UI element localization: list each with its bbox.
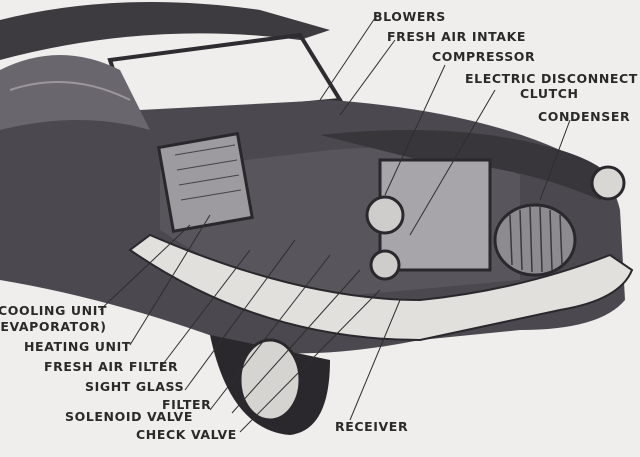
- label-electric-disconnect: ELECTRIC DISCONNECT: [465, 71, 638, 86]
- bumper: [128, 233, 634, 342]
- headlight: [590, 165, 626, 201]
- label-blowers: BLOWERS: [373, 9, 446, 24]
- label-fresh-air-filter: FRESH AIR FILTER: [44, 359, 179, 374]
- cooling-unit: [156, 131, 254, 233]
- leader-lines: [99, 17, 571, 433]
- label-filter: FILTER: [162, 397, 212, 412]
- label-check-valve: CHECK VALVE: [136, 427, 237, 442]
- label-receiver: RECEIVER: [335, 419, 409, 434]
- grille: [493, 203, 577, 277]
- fender: [320, 130, 620, 200]
- label-cooling-unit: COOLING UNIT: [0, 303, 108, 318]
- compressor: [365, 195, 405, 235]
- label-fresh-air-intake: FRESH AIR INTAKE: [387, 29, 526, 44]
- label-evaporator: (EVAPORATOR): [0, 319, 107, 334]
- label-compressor: COMPRESSOR: [432, 49, 536, 64]
- label-sight-glass: SIGHT GLASS: [85, 379, 185, 394]
- label-solenoid-valve: SOLENOID VALVE: [65, 409, 193, 424]
- label-heating-unit: HEATING UNIT: [24, 339, 131, 354]
- label-clutch: CLUTCH: [520, 86, 579, 101]
- label-condenser: CONDENSER: [538, 109, 631, 124]
- car-roof: [0, 2, 330, 60]
- seats: [0, 55, 150, 130]
